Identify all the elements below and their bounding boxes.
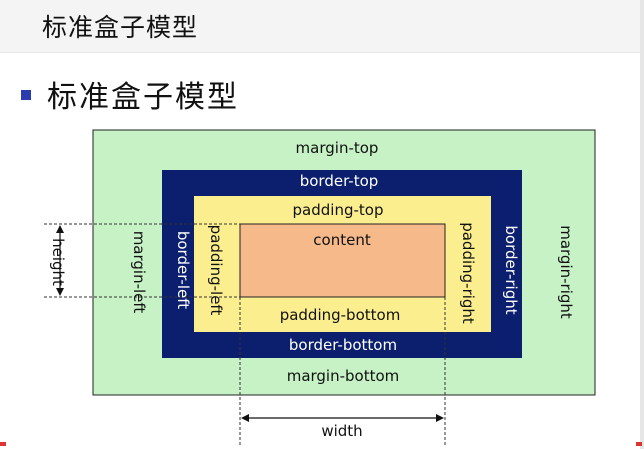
content-label: content: [313, 231, 371, 249]
margin-right-label: margin-right: [557, 225, 575, 319]
bullet-icon: [21, 90, 31, 100]
padding-top-label: padding-top: [293, 201, 384, 219]
width-label: width: [321, 422, 362, 440]
padding-bottom-label: padding-bottom: [280, 306, 401, 324]
border-left-label: border-left: [174, 231, 192, 309]
margin-top-label: margin-top: [296, 139, 379, 157]
height-label: height: [49, 238, 67, 286]
page-title: 标准盒子模型: [42, 13, 199, 42]
border-right-label: border-right: [502, 225, 520, 314]
height-arrow-head-up: [56, 225, 64, 233]
border-top-label: border-top: [300, 172, 379, 190]
title-bar: [0, 0, 644, 53]
margin-left-label: margin-left: [130, 231, 148, 314]
margin-bottom-label: margin-bottom: [287, 367, 400, 385]
right-edge: [640, 0, 644, 449]
width-arrow-head-right: [436, 414, 444, 422]
padding-right-label: padding-right: [459, 222, 477, 324]
slide-heading: 标准盒子模型: [47, 80, 239, 115]
right-edge-mark: [636, 442, 642, 446]
border-bottom-label: border-bottom: [289, 336, 397, 354]
width-arrow-head-left: [241, 414, 249, 422]
padding-left-label: padding-left: [207, 225, 225, 316]
content-area: [239, 223, 446, 298]
height-arrow-head-down: [56, 288, 64, 296]
left-edge-mark: [0, 442, 6, 446]
